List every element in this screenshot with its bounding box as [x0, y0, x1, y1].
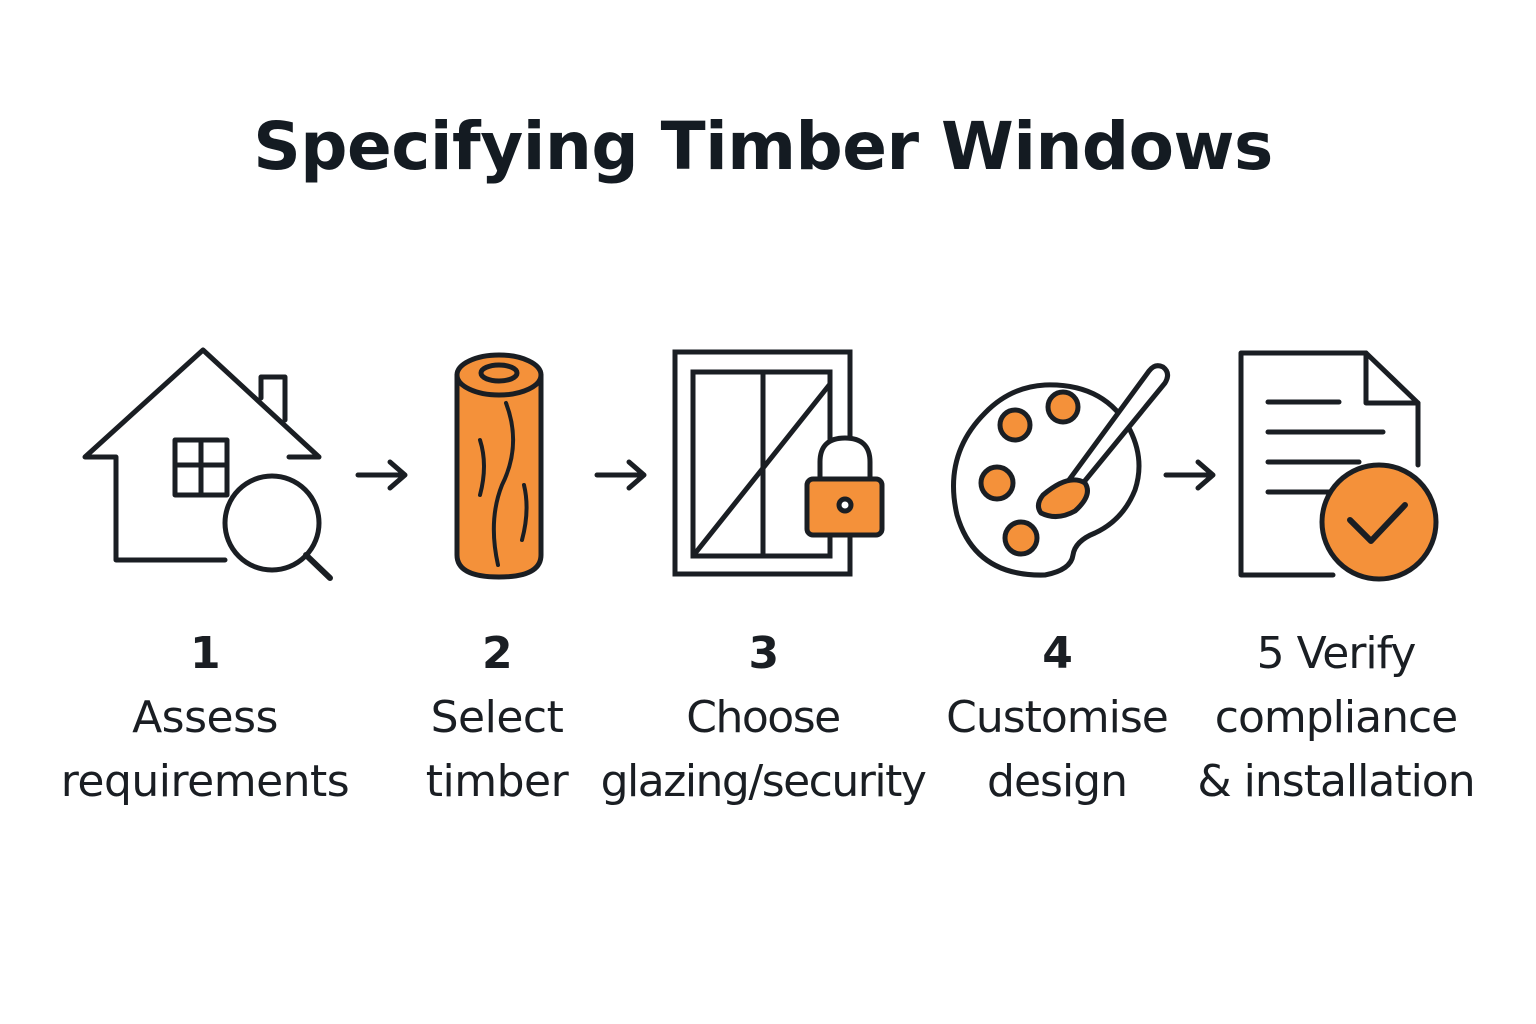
- page-title: Specifying Timber Windows: [253, 108, 1273, 185]
- step-title-line: requirements: [60, 756, 350, 807]
- step-title-line: Select: [430, 692, 564, 743]
- step-number: 3: [748, 628, 779, 679]
- arrow-right-icon: [355, 459, 408, 491]
- window-padlock-icon: [672, 349, 885, 577]
- document-checkmark-icon: [1238, 350, 1439, 582]
- timber-log-icon: [454, 352, 544, 580]
- step-title-line: glazing/security: [600, 756, 927, 807]
- step-number: 4: [1042, 628, 1073, 679]
- step-label-3: 3 Choose glazing/security: [598, 622, 928, 814]
- step-number: 5 Verify: [1256, 628, 1417, 679]
- step-title-line: compliance: [1214, 692, 1458, 743]
- step-title-line: Customise: [946, 692, 1169, 743]
- step-title-line: design: [987, 756, 1128, 807]
- paint-palette-icon: [951, 363, 1171, 578]
- house-magnifier-icon: [82, 347, 333, 581]
- step-title-line: Assess: [132, 692, 278, 743]
- arrow-right-icon: [594, 459, 647, 491]
- step-label-1: 1 Assess requirements: [40, 622, 370, 814]
- step-title-line: Choose: [686, 692, 841, 743]
- step-label-2: 2 Select timber: [372, 622, 622, 814]
- step-title-line: & installation: [1197, 756, 1475, 807]
- step-label-4: 4 Customise design: [924, 622, 1190, 814]
- step-number: 1: [189, 628, 221, 679]
- step-title-line: timber: [425, 756, 569, 807]
- arrow-right-icon: [1163, 459, 1216, 491]
- step-label-5: 5 Verify compliance & installation: [1188, 622, 1484, 814]
- step-number: 2: [481, 628, 513, 679]
